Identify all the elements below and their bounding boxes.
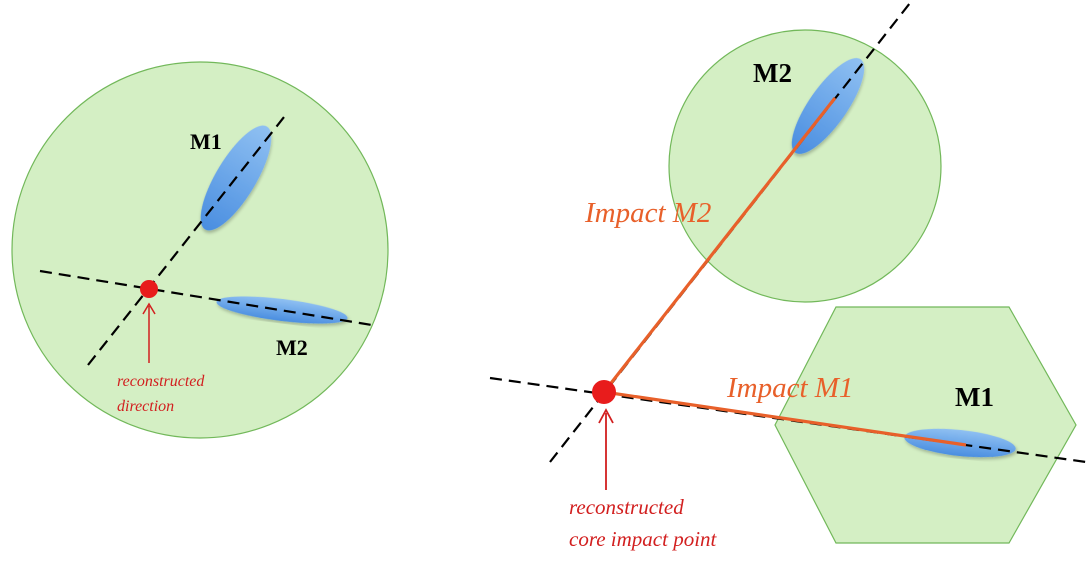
right-m1-axis-line: [489, 376, 1086, 464]
right-m1-camera-hexagon: [774, 306, 1077, 544]
left-label-m2: M2: [276, 335, 308, 360]
right-label-m1: M1: [955, 382, 994, 412]
right-label-m2: M2: [753, 58, 792, 88]
left-caption-line2: direction: [117, 398, 174, 415]
left-reconstructed-direction-point: [140, 280, 158, 298]
right-m2-camera-circle: [668, 29, 942, 303]
left-m1-axis-line: [87, 111, 289, 366]
left-panel: M1 M2 reconstructed direction: [11, 61, 389, 439]
right-impact-m2-line: [602, 97, 837, 393]
right-reconstructed-core-point: [592, 380, 616, 404]
left-m2-image-ellipse: [216, 296, 348, 324]
left-label-m1: M1: [190, 129, 222, 154]
left-arrow: [142, 302, 156, 363]
right-arrow: [598, 408, 614, 490]
right-impact-m1-line: [603, 390, 967, 447]
right-caption-line2: core impact point: [569, 527, 718, 551]
left-caption-line1: reconstructed: [117, 373, 205, 390]
right-label-impact-m1: Impact M1: [726, 372, 853, 404]
right-caption-line1: reconstructed: [569, 495, 684, 519]
right-label-impact-m2: Impact M2: [584, 197, 711, 229]
right-panel: M2 M1 Impact M2 Impact M1 reconstructed …: [489, 2, 1086, 551]
